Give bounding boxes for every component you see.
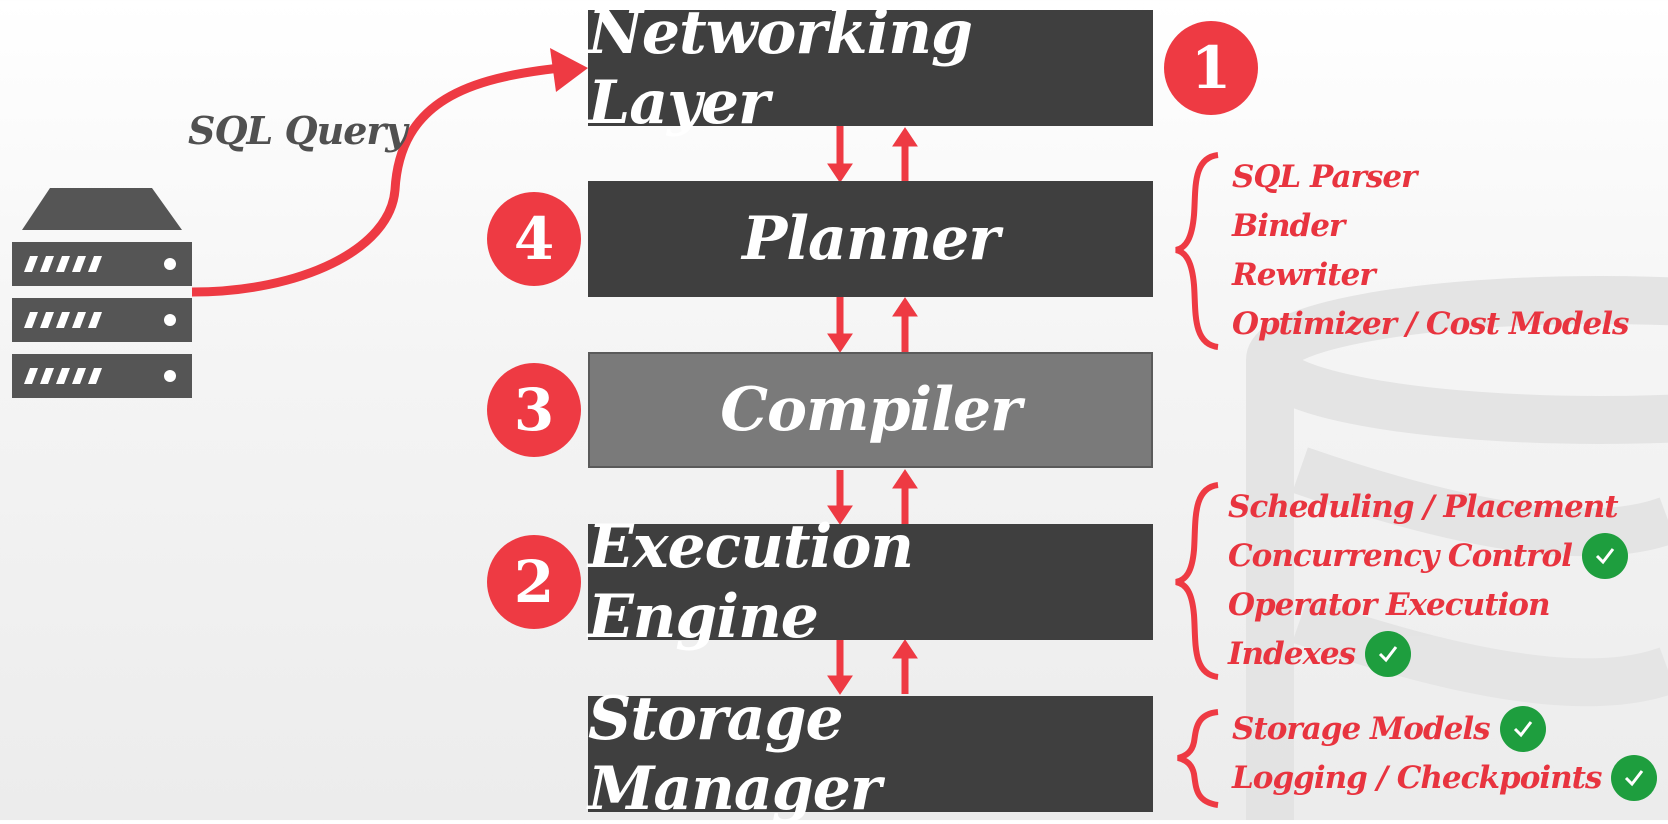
- curly-brace-icon: [1175, 152, 1219, 350]
- note-binder: Binder: [1232, 207, 1345, 244]
- note-storage-models: Storage Models: [1232, 704, 1657, 753]
- execution-engine-box: Execution Engine: [588, 512, 1153, 652]
- compiler-label: Compiler: [720, 375, 1022, 445]
- sql-query-arrow: [191, 63, 561, 297]
- note-operator-execution: Operator Execution: [1228, 586, 1551, 623]
- execution-notes: Scheduling / Placement Concurrency Contr…: [1228, 482, 1628, 678]
- check-icon: [1499, 705, 1546, 752]
- sql-query-label: SQL Query: [188, 108, 407, 153]
- storage-notes: Storage Models Logging / Checkpoints: [1232, 704, 1658, 802]
- note-optimizer: Optimizer / Cost Models: [1232, 305, 1629, 342]
- note-sql-parser: SQL Parser: [1232, 158, 1417, 195]
- compiler-box: Compiler: [588, 352, 1153, 468]
- badge-networking: 1: [1164, 21, 1258, 115]
- storage-manager-box: Storage Manager: [588, 684, 1153, 824]
- curly-brace-icon: [1177, 709, 1219, 808]
- planner-label: Planner: [742, 204, 1000, 274]
- curly-brace-icon: [1175, 482, 1219, 680]
- note-logging-checkpoints: Logging / Checkpoints: [1232, 753, 1658, 802]
- execution-engine-label: Execution Engine: [588, 512, 914, 652]
- badge-execution: 2: [487, 535, 581, 629]
- sql-query-arrowhead: [550, 48, 588, 92]
- storage-manager-label: Storage Manager: [588, 684, 882, 824]
- planner-box: Planner: [588, 181, 1153, 297]
- layer-arrows: [827, 126, 918, 695]
- check-icon: [1611, 754, 1658, 801]
- check-icon: [1581, 532, 1628, 579]
- badge-compiler: 3: [487, 363, 581, 457]
- badge-planner: 4: [487, 192, 581, 286]
- note-concurrency-control: Concurrency Control: [1228, 531, 1628, 580]
- networking-layer-box: Networking Layer: [588, 0, 1153, 138]
- check-icon: [1365, 630, 1412, 677]
- planner-notes: SQL Parser Binder Rewriter Optimizer / C…: [1232, 152, 1629, 348]
- note-rewriter: Rewriter: [1232, 256, 1376, 293]
- networking-layer-label: Networking Layer: [588, 0, 973, 138]
- note-scheduling: Scheduling / Placement: [1228, 488, 1619, 525]
- note-indexes: Indexes: [1228, 629, 1628, 678]
